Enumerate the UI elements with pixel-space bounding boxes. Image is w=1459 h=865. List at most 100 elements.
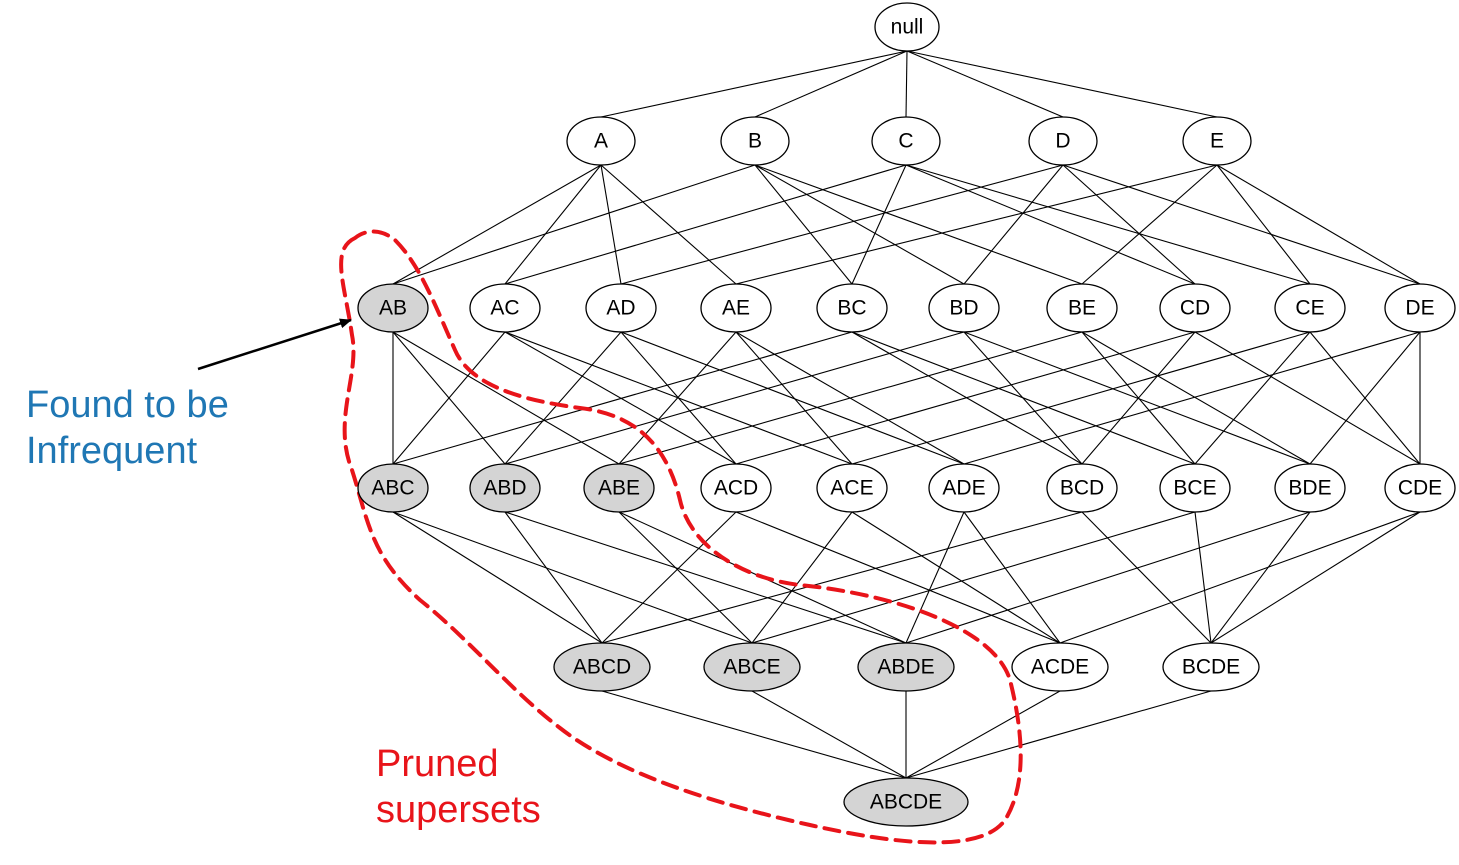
itemset-node-shape xyxy=(843,777,969,827)
edge-cd-acd xyxy=(735,331,1196,465)
itemset-node-label: CE xyxy=(1295,297,1324,320)
itemset-node-shape xyxy=(583,463,655,513)
edge-abd-abcd xyxy=(504,511,603,644)
itemset-node-label: BC xyxy=(837,297,866,320)
edge-ad-abd xyxy=(504,331,622,465)
edge-b-bd xyxy=(754,164,965,285)
edge-bcd-bcde xyxy=(1081,511,1212,644)
edge-d-bd xyxy=(963,164,1064,285)
edge-null-a xyxy=(600,50,908,118)
itemset-node-shape xyxy=(553,642,651,692)
itemset-node-a: A xyxy=(566,116,636,166)
edge-abce-abcde xyxy=(751,690,907,779)
itemset-node-label: CDE xyxy=(1398,477,1442,500)
edge-abe-abce xyxy=(618,511,753,644)
itemset-node-shape xyxy=(566,116,636,166)
pruned-region-boundary xyxy=(339,229,1023,845)
itemset-node-label: ACE xyxy=(830,477,873,500)
edge-acd-abcd xyxy=(601,511,737,644)
edge-abc-abce xyxy=(392,511,753,644)
itemset-node-shape xyxy=(1046,463,1118,513)
itemset-node-shape xyxy=(700,283,772,333)
edge-ab-abd xyxy=(392,331,506,465)
itemset-node-ae: AE xyxy=(700,283,772,333)
edge-acd-acde xyxy=(735,511,1061,644)
edge-ace-abce xyxy=(751,511,853,644)
itemset-node-shape xyxy=(857,642,955,692)
itemset-node-label: AB xyxy=(379,297,407,320)
edge-bce-bcde xyxy=(1194,511,1212,644)
edge-ace-acde xyxy=(851,511,1061,644)
itemset-node-label: BD xyxy=(949,297,978,320)
edge-c-ce xyxy=(905,164,1311,285)
itemset-node-e: E xyxy=(1182,116,1252,166)
itemset-node-label: ACD xyxy=(714,477,758,500)
itemset-node-label: AC xyxy=(490,297,519,320)
edge-bc-abc xyxy=(392,331,853,465)
itemset-node-label: ABCDE xyxy=(870,791,942,814)
itemset-node-ace: ACE xyxy=(816,463,888,513)
edge-e-ce xyxy=(1216,164,1311,285)
itemset-node-null: null xyxy=(874,2,940,52)
itemset-node-abce: ABCE xyxy=(703,642,801,692)
edge-ce-bce xyxy=(1194,331,1311,465)
edge-ae-ade xyxy=(735,331,965,465)
edge-c-cd xyxy=(905,164,1196,285)
itemset-node-shape xyxy=(1182,116,1252,166)
edge-d-ad xyxy=(620,164,1064,285)
itemset-node-ad: AD xyxy=(585,283,657,333)
pruned-caption: Pruned supersets xyxy=(376,742,541,833)
edge-null-d xyxy=(906,50,1064,118)
itemset-node-shape xyxy=(1274,463,1346,513)
edge-cde-bcde xyxy=(1210,511,1421,644)
edge-null-b xyxy=(754,50,908,118)
edge-abd-abde xyxy=(504,511,907,644)
edge-bcde-abcde xyxy=(905,690,1212,779)
itemset-node-label: BCD xyxy=(1060,477,1104,500)
itemset-node-label: ABDE xyxy=(877,656,934,679)
itemset-node-shape xyxy=(357,283,429,333)
itemset-node-label: CD xyxy=(1180,297,1210,320)
itemset-node-shape xyxy=(469,283,541,333)
infrequent-caption-line-2: Infrequent xyxy=(26,429,198,472)
itemset-node-shape xyxy=(1028,116,1098,166)
itemset-node-de: DE xyxy=(1384,283,1456,333)
itemset-node-acde: ACDE xyxy=(1011,642,1109,692)
itemset-node-label: ABE xyxy=(598,477,640,500)
itemset-node-bcde: BCDE xyxy=(1162,642,1260,692)
edge-ce-cde xyxy=(1309,331,1421,465)
edge-ade-acde xyxy=(963,511,1061,644)
edge-be-bde xyxy=(1081,331,1311,465)
edge-bd-bde xyxy=(963,331,1311,465)
itemset-node-cde: CDE xyxy=(1384,463,1456,513)
infrequent-pointer-arrow xyxy=(197,318,352,371)
itemset-node-shape xyxy=(700,463,772,513)
itemset-node-label: ABC xyxy=(371,477,414,500)
itemset-node-label: ABD xyxy=(483,477,526,500)
itemset-node-label: A xyxy=(594,130,608,153)
itemset-node-shape xyxy=(928,463,1000,513)
infrequent-caption: Found to be Infrequent xyxy=(26,383,229,474)
itemset-node-shape xyxy=(874,2,940,52)
edge-bc-bce xyxy=(851,331,1196,465)
edge-cd-cde xyxy=(1194,331,1421,465)
itemset-node-c: C xyxy=(871,116,941,166)
pruned-caption-line-2: supersets xyxy=(376,788,541,831)
edge-e-ae xyxy=(735,164,1218,285)
edge-null-c xyxy=(905,50,908,118)
itemset-node-shape xyxy=(1384,283,1456,333)
itemset-node-shape xyxy=(1159,463,1231,513)
itemset-node-label: AD xyxy=(606,297,635,320)
itemset-node-be: BE xyxy=(1046,283,1118,333)
itemset-node-shape xyxy=(1162,642,1260,692)
edge-d-de xyxy=(1062,164,1421,285)
edge-ac-ace xyxy=(504,331,853,465)
edge-a-ab xyxy=(392,164,602,285)
edge-c-ac xyxy=(504,164,907,285)
itemset-node-shape xyxy=(720,116,790,166)
itemset-node-label: C xyxy=(898,130,913,153)
itemset-node-bde: BDE xyxy=(1274,463,1346,513)
pruned-caption-line-1: Pruned xyxy=(376,743,499,785)
